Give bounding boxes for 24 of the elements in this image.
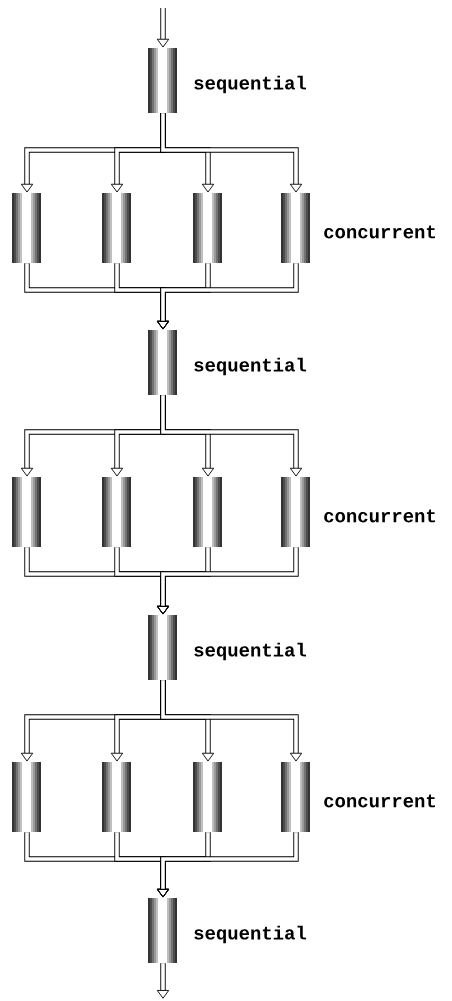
stage-label: sequential bbox=[194, 357, 306, 376]
pipe-section bbox=[12, 477, 41, 547]
arrow bbox=[160, 113, 303, 193]
stage-label: concurrent bbox=[324, 225, 435, 239]
arrow bbox=[156, 263, 299, 330]
arrow bbox=[160, 395, 303, 477]
arrow bbox=[156, 832, 299, 898]
pipe-section bbox=[102, 193, 131, 263]
stage-label: sequential bbox=[194, 925, 306, 944]
pipe-section bbox=[193, 762, 222, 832]
pipe-section bbox=[12, 762, 41, 832]
stage-label: sequential bbox=[194, 642, 306, 661]
pipe-section bbox=[102, 477, 131, 547]
stage-label: concurrent bbox=[324, 794, 435, 808]
arrow bbox=[156, 963, 170, 999]
pipe-section bbox=[193, 193, 222, 263]
stage-label: sequential bbox=[194, 75, 306, 94]
pipe-section bbox=[102, 762, 131, 832]
arrow bbox=[156, 8, 170, 48]
stage-label: concurrent bbox=[324, 509, 435, 523]
pipe-section bbox=[193, 477, 222, 547]
arrow bbox=[160, 680, 303, 762]
pipe-section bbox=[12, 193, 41, 263]
arrow bbox=[156, 547, 299, 615]
